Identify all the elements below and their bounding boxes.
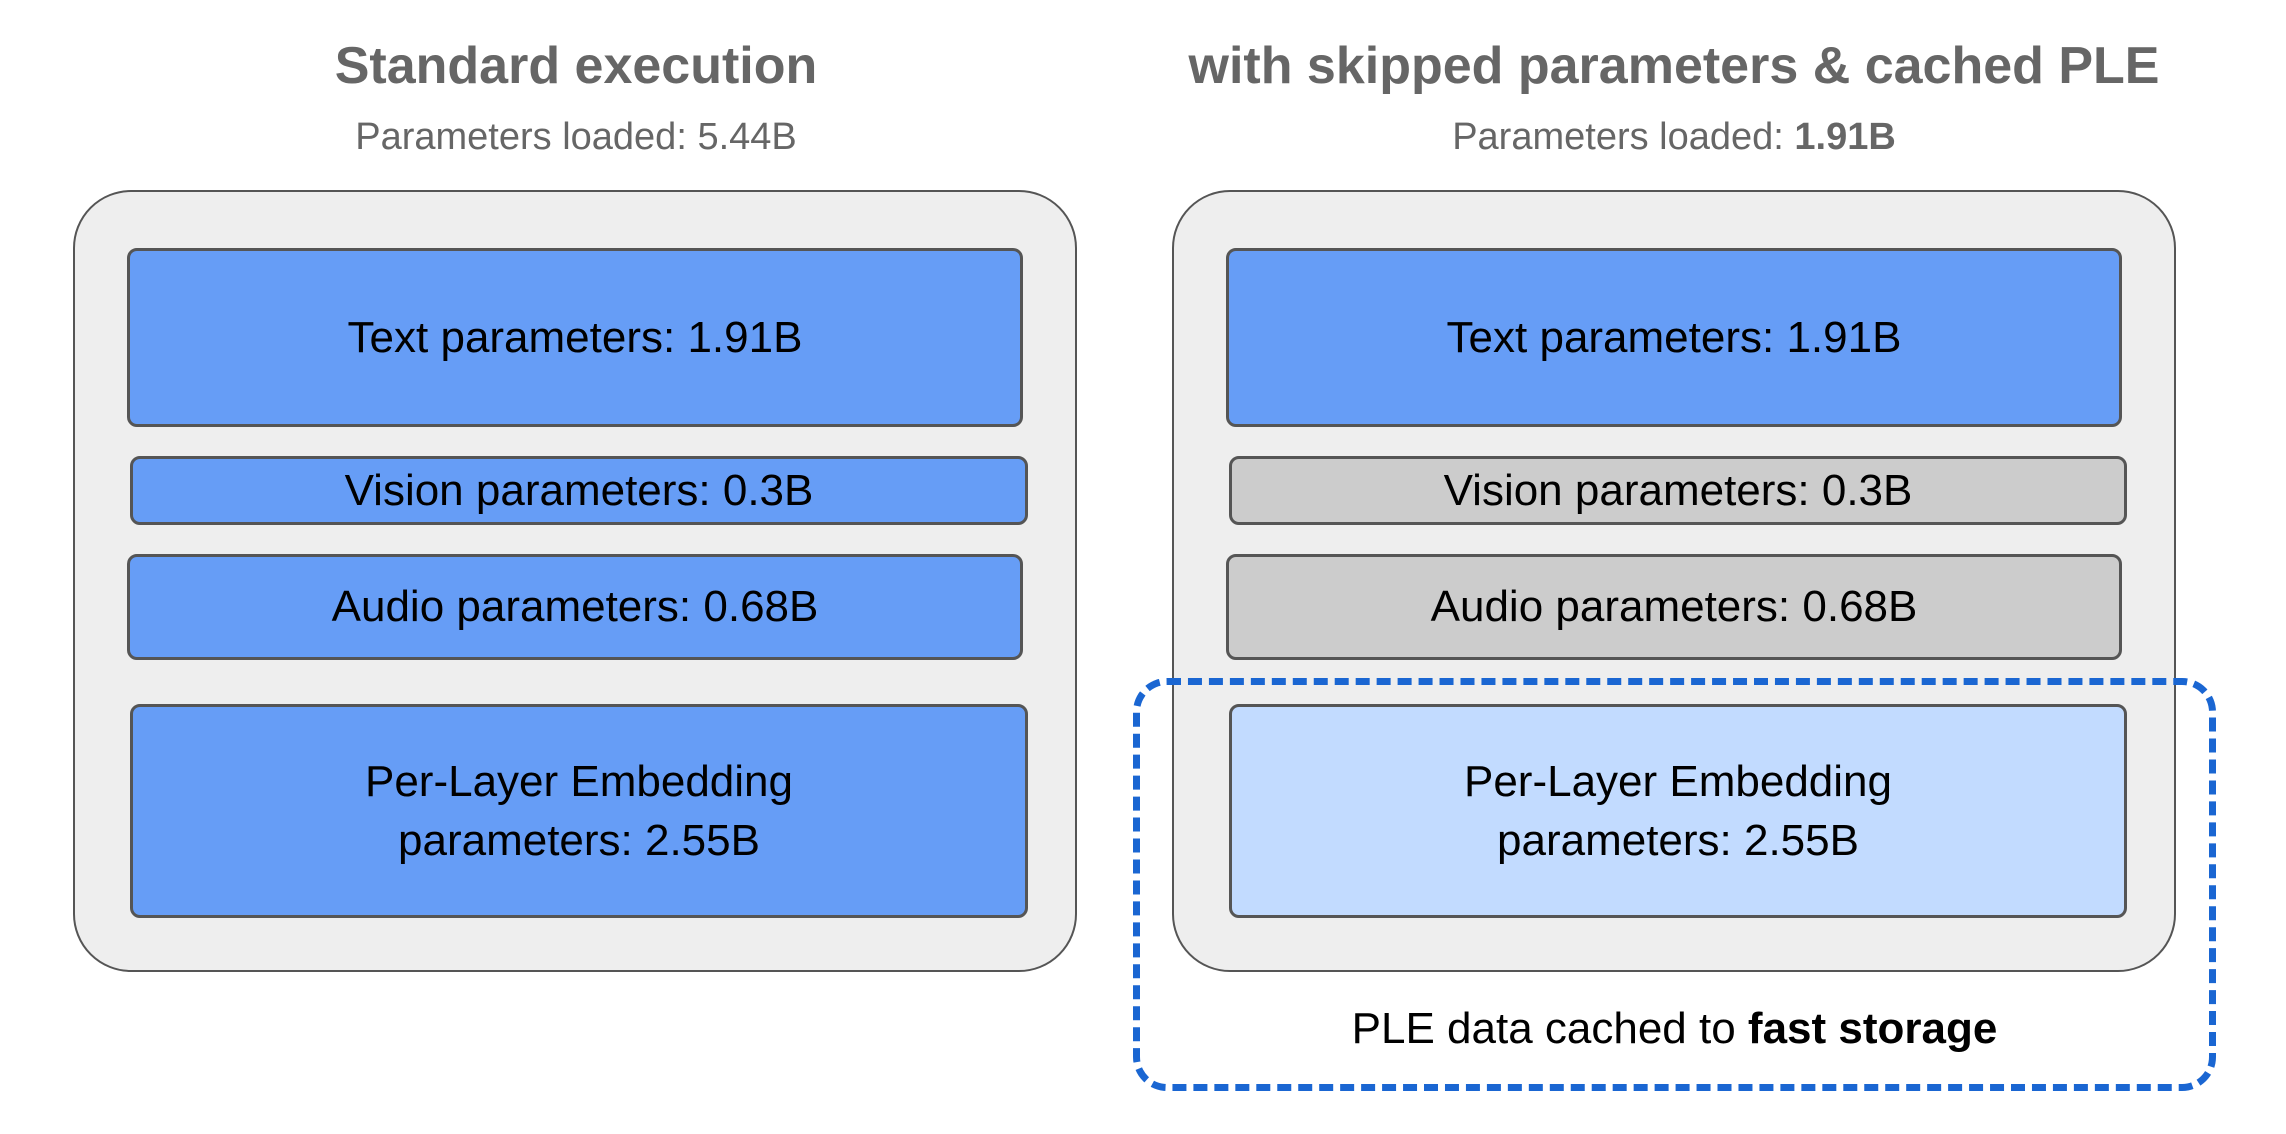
right-subtitle-value: 1.91B [1794, 116, 1896, 158]
right-ple-params-block-cached: Per-Layer Embedding parameters: 2.55B [1229, 704, 2127, 918]
right-audio-params-block-skipped: Audio parameters: 0.68B [1226, 554, 2122, 660]
right-ple-label-line2: parameters: 2.55B [1497, 816, 1859, 865]
left-vision-params-label: Vision parameters: 0.3B [344, 465, 814, 515]
right-title: with skipped parameters & cached PLE [1188, 37, 2160, 95]
cache-caption-prefix: PLE data cached to [1351, 1004, 1748, 1053]
right-audio-params-label: Audio parameters: 0.68B [1430, 582, 1918, 632]
right-ple-label-line1: Per-Layer Embedding [1463, 756, 1892, 806]
left-text-params-block: Text parameters: 1.91B [127, 248, 1023, 427]
fast-storage-cache-outline [1133, 678, 2216, 1091]
cache-caption-bold: fast storage [1747, 1004, 1998, 1053]
left-text-params-label: Text parameters: 1.91B [347, 312, 803, 362]
left-ple-label-line1: Per-Layer Embedding [364, 756, 793, 806]
left-vision-params-block: Vision parameters: 0.3B [130, 456, 1028, 525]
left-ple-params-block: Per-Layer Embedding parameters: 2.55B [130, 704, 1028, 918]
left-audio-params-label: Audio parameters: 0.68B [331, 582, 819, 632]
right-vision-params-label: Vision parameters: 0.3B [1443, 465, 1913, 515]
right-subtitle-label: Parameters loaded: [1452, 116, 1795, 158]
left-audio-params-block: Audio parameters: 0.68B [127, 554, 1023, 660]
left-ple-label-line2: parameters: 2.55B [398, 816, 760, 865]
right-vision-params-block-skipped: Vision parameters: 0.3B [1229, 456, 2127, 525]
right-text-params-label: Text parameters: 1.91B [1446, 312, 1902, 362]
left-subtitle: Parameters loaded: 5.44B [26, 116, 1126, 159]
left-subtitle-label: Parameters loaded: [355, 116, 698, 158]
right-text-params-block: Text parameters: 1.91B [1226, 248, 2122, 427]
left-title: Standard execution [334, 37, 818, 95]
right-subtitle: Parameters loaded: 1.91B [1124, 116, 2224, 159]
left-subtitle-value: 5.44B [697, 116, 797, 158]
cache-caption: PLE data cached to fast storage [1133, 1004, 2216, 1054]
